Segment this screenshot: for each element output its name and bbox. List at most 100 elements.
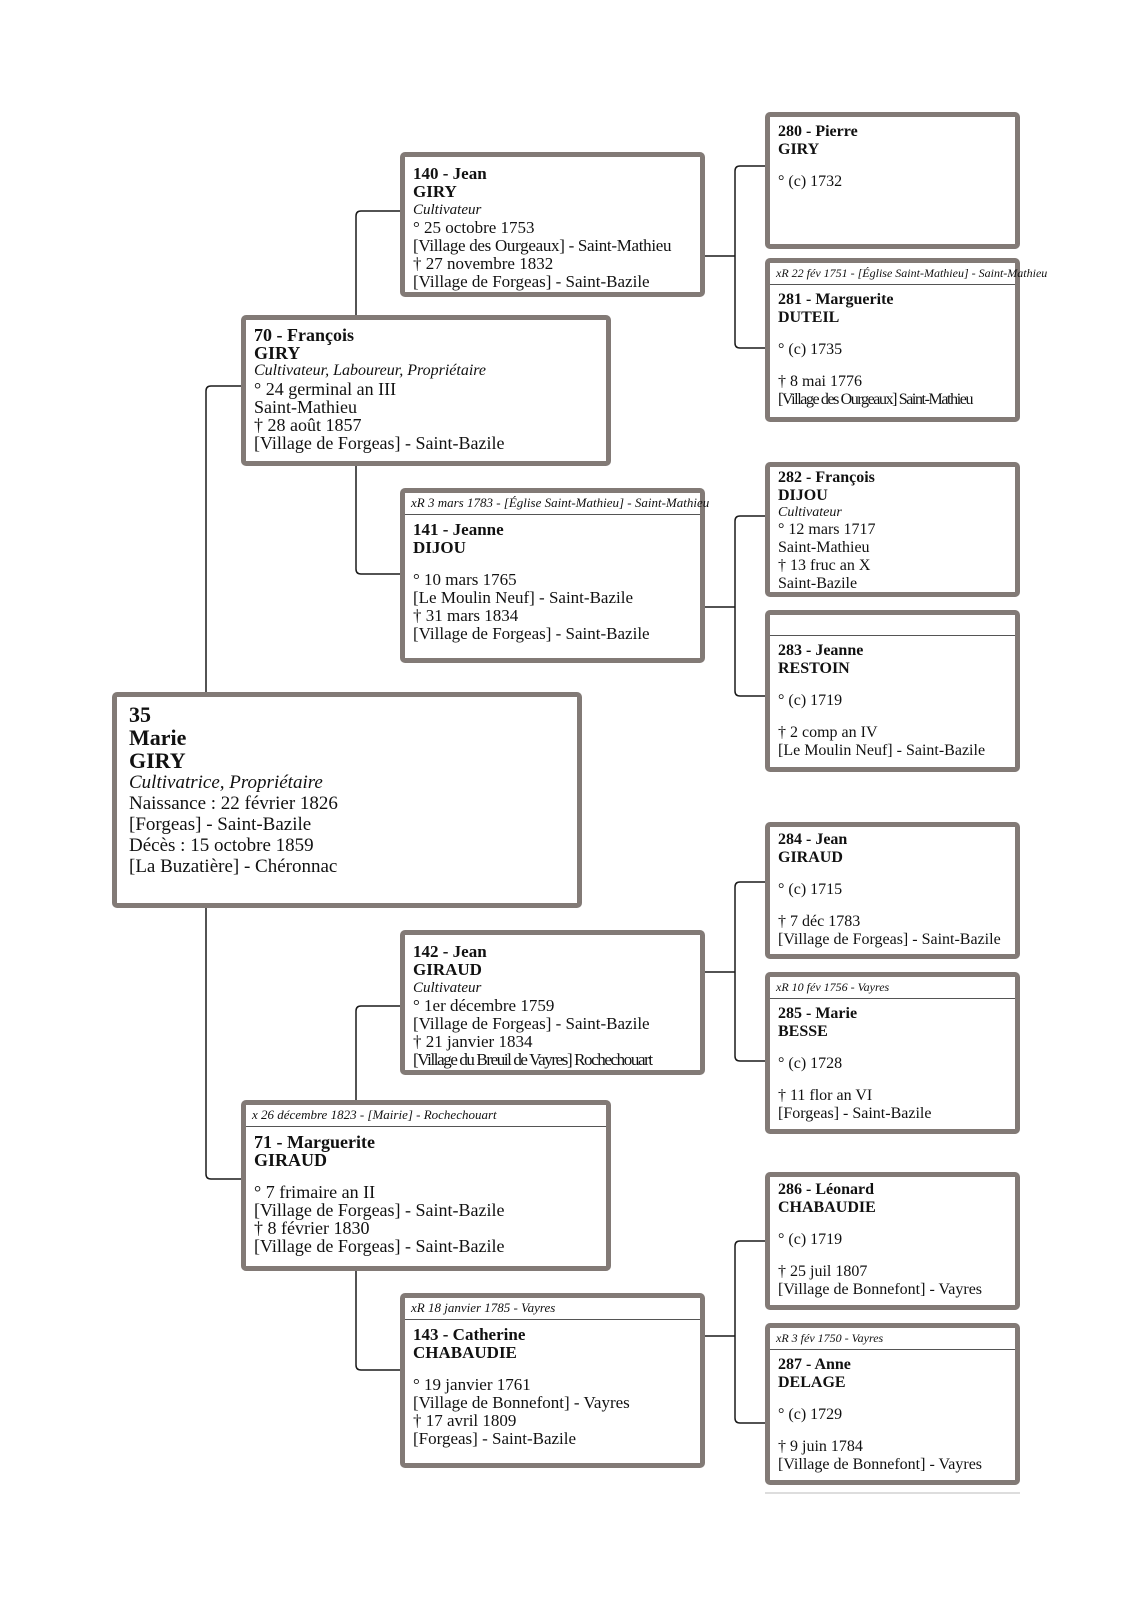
connector-140-280 xyxy=(734,165,765,256)
person-card-70[interactable]: 70 - François GIRY Cultivateur, Laboureu… xyxy=(241,315,611,466)
birth-date: ° (c) 1728 xyxy=(778,1055,843,1072)
person-name: 281 - Marguerite xyxy=(778,291,894,308)
death-date: † 8 février 1830 xyxy=(254,1218,370,1238)
person-surname: GIRY xyxy=(413,182,457,201)
connector-71-143 xyxy=(355,1271,400,1371)
sosa-number: 35 xyxy=(129,702,151,727)
person-surname: GIRAUD xyxy=(778,849,843,866)
death-date: † 27 novembre 1832 xyxy=(413,254,554,273)
death-place: [Village de Bonnefont] - Vayres xyxy=(778,1281,983,1298)
birth-date: ° 19 janvier 1761 xyxy=(413,1375,531,1394)
person-card-286[interactable]: 286 - Léonard CHABAUDIE ° (c) 1719 † 25 … xyxy=(765,1172,1020,1310)
person-card-142[interactable]: 142 - Jean GIRAUD Cultivateur ° 1er déce… xyxy=(400,930,705,1075)
birth-place: [Le Moulin Neuf] - Saint-Bazile xyxy=(413,588,633,607)
person-card-285[interactable]: xR 10 fév 1756 - Vayres 285 - Marie BESS… xyxy=(765,972,1020,1134)
person-name: 280 - Pierre xyxy=(778,123,858,140)
occupation: Cultivateur xyxy=(413,202,482,218)
death-place: [La Buzatière] - Chéronnac xyxy=(129,856,338,877)
death-date: † 11 flor an VI xyxy=(778,1087,873,1104)
death-place: [Le Moulin Neuf] - Saint-Bazile xyxy=(778,742,986,759)
person-name: 71 - Marguerite xyxy=(254,1132,375,1152)
person-name: 284 - Jean xyxy=(778,831,848,848)
birth-place: [Forgeas] - Saint-Bazile xyxy=(129,814,312,835)
death-place: [Village du Breuil de Vayres] Rochechoua… xyxy=(413,1050,653,1069)
person-surname: DIJOU xyxy=(413,538,466,557)
person-card-35[interactable]: 35 Marie GIRY Cultivatrice, Propriétaire… xyxy=(112,692,582,908)
death-place: [Forgeas] - Saint-Bazile xyxy=(778,1105,932,1122)
person-card-281[interactable]: xR 22 fév 1751 - [Église Saint-Mathieu] … xyxy=(765,258,1047,422)
death-place: [Village des Ourgeaux] Saint-Mathieu xyxy=(778,391,973,408)
person-surname: DIJOU xyxy=(778,487,828,504)
occupation: Cultivateur xyxy=(413,980,482,996)
connector-140-281 xyxy=(734,256,765,349)
person-card-141[interactable]: xR 3 mars 1783 - [Église Saint-Mathieu] … xyxy=(400,488,709,663)
person-name: 283 - Jeanne xyxy=(778,642,864,659)
person-surname: GIRAUD xyxy=(254,1150,328,1170)
death-date: † 31 mars 1834 xyxy=(413,606,519,625)
connector-143-286 xyxy=(734,1240,765,1336)
marriage-info: xR 3 fév 1750 - Vayres xyxy=(770,1328,1015,1350)
death-date: † 21 janvier 1834 xyxy=(413,1032,533,1051)
birth-date: ° 1er décembre 1759 xyxy=(413,996,555,1015)
death-place: [Village de Forgeas] - Saint-Bazile xyxy=(413,272,650,291)
person-surname: RESTOIN xyxy=(778,660,850,677)
death-date: † 7 déc 1783 xyxy=(778,913,861,930)
person-card-284[interactable]: 284 - Jean GIRAUD ° (c) 1715 † 7 déc 178… xyxy=(765,822,1020,959)
person-surname: GIRY xyxy=(778,141,820,158)
person-name: 286 - Léonard xyxy=(778,1181,874,1198)
birth-date: ° 25 octobre 1753 xyxy=(413,218,535,237)
first-name: Marie xyxy=(129,725,187,750)
person-card-140[interactable]: 140 - Jean GIRY Cultivateur ° 25 octobre… xyxy=(400,152,705,297)
death-place: Saint-Bazile xyxy=(778,575,858,592)
connector-141-283 xyxy=(734,607,765,697)
death-place: [Forgeas] - Saint-Bazile xyxy=(413,1429,577,1448)
birth-date: ° (c) 1719 xyxy=(778,1231,843,1248)
connector-70-141 xyxy=(355,466,400,575)
marriage-info: xR 18 janvier 1785 - Vayres xyxy=(405,1298,700,1320)
person-card-280[interactable]: 280 - Pierre GIRY ° (c) 1732 xyxy=(765,112,1020,249)
person-name: 282 - François xyxy=(778,469,875,486)
marriage-info: xR 3 mars 1783 - [Église Saint-Mathieu] … xyxy=(405,493,709,515)
birth-date: ° (c) 1715 xyxy=(778,881,843,898)
marriage-info-empty xyxy=(770,615,1015,636)
death-place: [Village de Forgeas] - Saint-Bazile xyxy=(254,1236,505,1256)
person-name: 70 - François xyxy=(254,325,354,345)
connector-141-282 xyxy=(734,515,765,607)
death-date: † 17 avril 1809 xyxy=(413,1411,517,1430)
person-name: 287 - Anne xyxy=(778,1356,851,1373)
person-surname: GIRAUD xyxy=(413,960,482,979)
occupation: Cultivateur, Laboureur, Propriétaire xyxy=(254,362,486,379)
person-card-143[interactable]: xR 18 janvier 1785 - Vayres 143 - Cather… xyxy=(400,1293,705,1468)
birth-date: ° 10 mars 1765 xyxy=(413,570,517,589)
occupation: Cultivateur xyxy=(778,505,842,520)
death-date: Décès : 15 octobre 1859 xyxy=(129,835,314,856)
person-card-283[interactable]: 283 - Jeanne RESTOIN ° (c) 1719 † 2 comp… xyxy=(765,610,1020,772)
death-place: [Village de Forgeas] - Saint-Bazile xyxy=(778,931,1001,948)
person-surname: CHABAUDIE xyxy=(778,1199,876,1216)
person-surname: BESSE xyxy=(778,1023,828,1040)
death-date: † 2 comp an IV xyxy=(778,724,878,741)
birth-date: ° 24 germinal an III xyxy=(254,379,397,399)
birth-date: ° 7 frimaire an II xyxy=(254,1182,376,1202)
connector-143-287 xyxy=(734,1336,765,1424)
connector-142-285 xyxy=(734,972,765,1062)
death-date: † 13 fruc an X xyxy=(778,557,871,574)
person-name: 142 - Jean xyxy=(413,942,487,961)
marriage-info: xR 22 fév 1751 - [Église Saint-Mathieu] … xyxy=(770,263,1047,285)
birth-place: [Village de Forgeas] - Saint-Bazile xyxy=(413,1014,650,1033)
person-name: 140 - Jean xyxy=(413,164,487,183)
death-place: [Village de Bonnefont] - Vayres xyxy=(778,1456,983,1473)
surname: GIRY xyxy=(129,748,186,773)
birth-place: Saint-Mathieu xyxy=(254,397,357,417)
birth-place: [Village de Forgeas] - Saint-Bazile xyxy=(254,1200,505,1220)
death-date: † 9 juin 1784 xyxy=(778,1438,863,1455)
marriage-info: x 26 décembre 1823 - [Mairie] - Rochecho… xyxy=(246,1105,606,1127)
person-name: 285 - Marie xyxy=(778,1005,858,1022)
person-card-287[interactable]: xR 3 fév 1750 - Vayres 287 - Anne DELAGE… xyxy=(765,1323,1020,1485)
person-card-71[interactable]: x 26 décembre 1823 - [Mairie] - Rochecho… xyxy=(241,1100,611,1271)
connector-root-71 xyxy=(205,906,243,1180)
connector-71-142 xyxy=(355,1005,400,1100)
marriage-info: xR 10 fév 1756 - Vayres xyxy=(770,977,1015,999)
person-card-282[interactable]: 282 - François DIJOU Cultivateur ° 12 ma… xyxy=(765,462,1020,597)
